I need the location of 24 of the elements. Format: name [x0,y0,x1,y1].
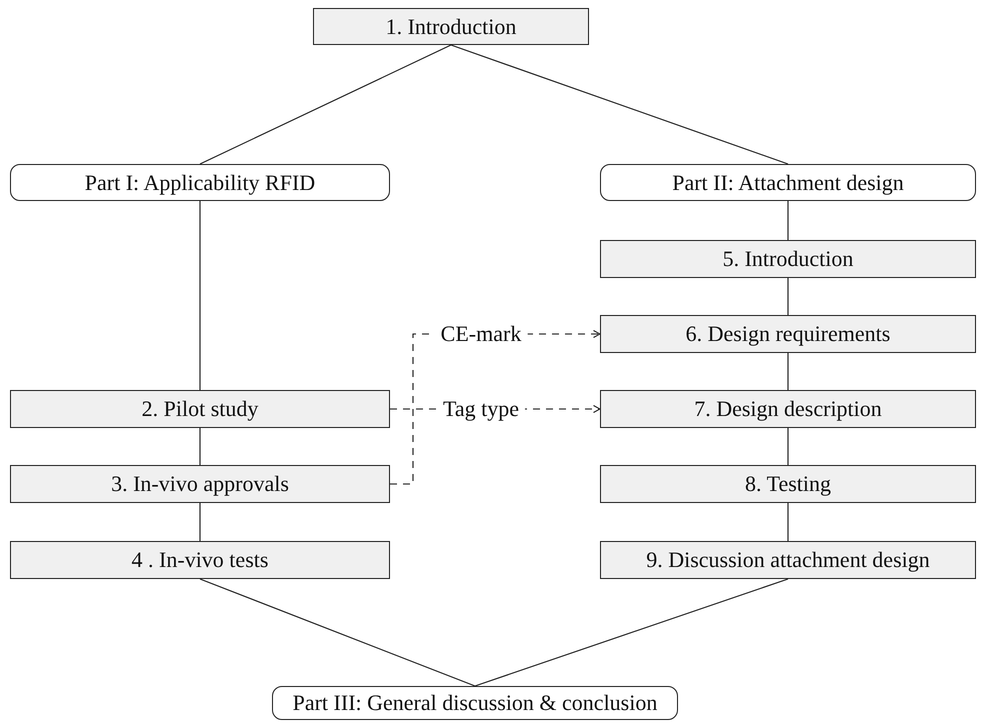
chapter-box: 9. Discussion attachment design [600,541,976,579]
part-box: Part II: Attachment design [600,164,976,201]
connector-line [787,428,789,465]
connector-line [199,428,201,465]
chapter-box: 2. Pilot study [10,390,390,428]
connector-line [450,44,788,165]
chapter-box: 6. Design requirements [600,315,976,353]
connector-line [474,578,788,687]
connector-line [199,503,201,541]
connector-line [199,201,201,390]
connector-line [787,503,789,541]
connector-line [787,201,789,240]
part-box: Part III: General discussion & conclusion [272,686,678,720]
connector-line [787,353,789,390]
chapter-box: 8. Testing [600,465,976,503]
part-box: Part I: Applicability RFID [10,164,390,201]
chapter-box: 4 . In-vivo tests [10,541,390,579]
chapter-box: 3. In-vivo approvals [10,465,390,503]
connector-line [200,578,476,687]
title-box: 1. Introduction [313,8,589,45]
chapter-box: 5. Introduction [600,240,976,278]
connector-line [787,278,789,315]
connector-line [200,44,452,164]
chapter-box: 7. Design description [600,390,976,428]
